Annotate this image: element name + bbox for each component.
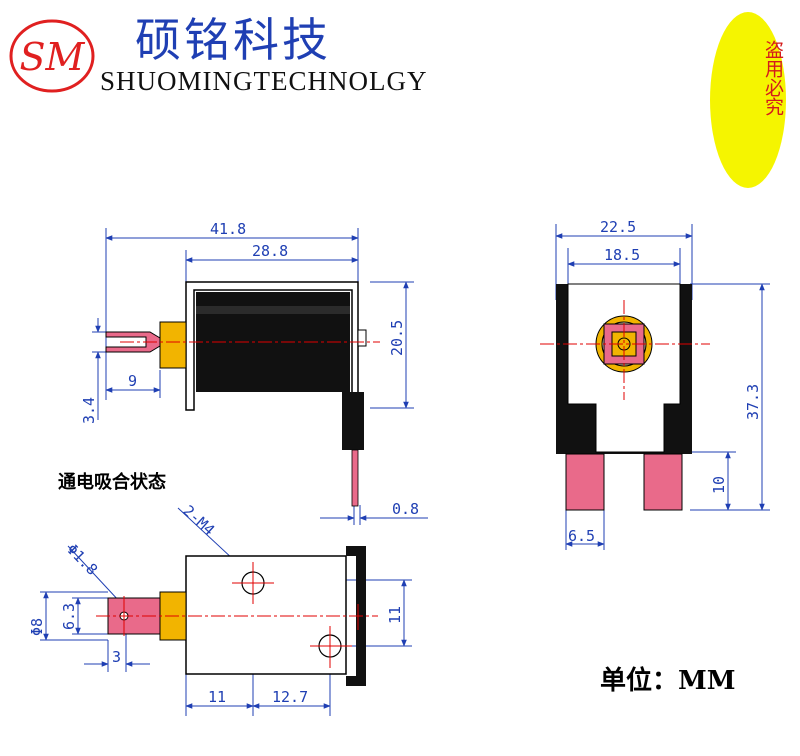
dim-9: 9: [128, 372, 137, 390]
label-2-m4: 2-M4: [179, 502, 218, 540]
top-body: [185, 555, 347, 675]
label-6-3: 6.3: [60, 603, 78, 630]
dim-3-4: 3.4: [80, 397, 98, 424]
label-11-v: 11: [386, 606, 404, 624]
label-diam-1-8: Φ1.8: [63, 540, 101, 578]
terminal-right: [643, 453, 683, 511]
terminal-holder: [342, 392, 364, 450]
top-view: [96, 546, 378, 686]
brand-name-chinese: 硕铭科技: [135, 13, 331, 67]
logo-text: SM: [20, 35, 86, 79]
dim-6-5: 6.5: [568, 527, 595, 545]
dim-22-5: 22.5: [600, 218, 636, 236]
label-12-7: 12.7: [272, 688, 308, 706]
front-view: [540, 283, 710, 511]
brand-name-english: SHUOMINGTECHNOLGY: [100, 66, 428, 96]
label-diam-8: Φ8: [28, 618, 46, 636]
anti-theft-badge: 盗用必究: [710, 12, 786, 188]
dim-18-5: 18.5: [604, 246, 640, 264]
terminal-pin: [351, 449, 359, 507]
dim-10: 10: [710, 476, 728, 494]
dim-37-3: 37.3: [744, 384, 762, 420]
plunger-fork: [105, 331, 161, 353]
dim-28-8: 28.8: [252, 242, 288, 260]
dim-41-8: 41.8: [210, 220, 246, 238]
badge-text: 盗用必究: [762, 40, 784, 116]
dim-0-8: 0.8: [392, 500, 419, 518]
energized-state-title: 通电吸合状态: [58, 472, 166, 493]
side-view: [105, 281, 380, 507]
company-logo: SM: [9, 19, 95, 93]
dim-20-5: 20.5: [388, 320, 406, 356]
terminal-left: [565, 453, 605, 511]
label-11-h: 11: [208, 688, 226, 706]
label-3: 3: [112, 648, 121, 666]
side-frame: [185, 281, 359, 411]
plunger-head: [159, 321, 187, 369]
unit-label: 单位：MM: [600, 666, 736, 696]
